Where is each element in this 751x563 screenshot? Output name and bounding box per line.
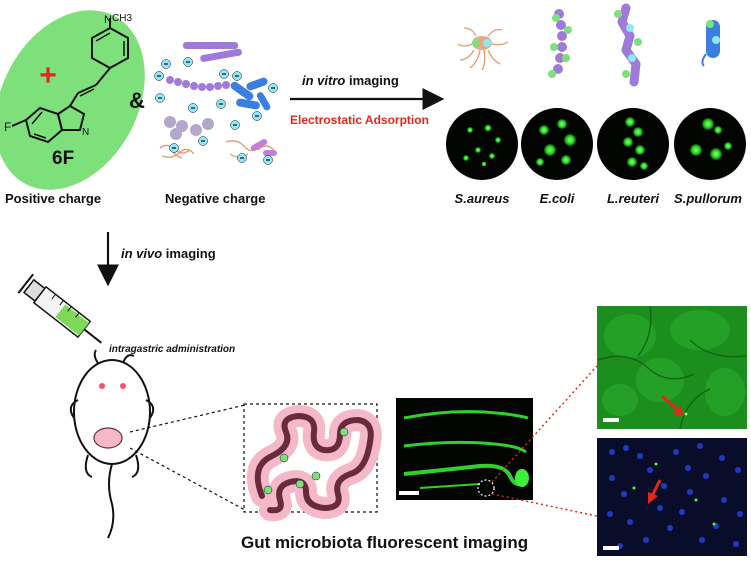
negative-charge-markers: [154, 57, 278, 165]
gut-schematic: [243, 403, 382, 522]
methyl-label: CH3: [112, 13, 132, 24]
zoom-connector-top: [129, 404, 246, 433]
ecoli-icon: [548, 9, 572, 78]
intragastric-label: intragastric administration: [109, 344, 235, 355]
confocal-green-image: [597, 305, 747, 430]
fluorine-atom-label: F: [4, 120, 11, 134]
bacteria-name-saureus: S.aureus: [455, 191, 510, 206]
confocal-blue-image: [597, 438, 747, 556]
spullorum-icon: [701, 20, 720, 67]
positive-charge-ellipse: [0, 10, 145, 190]
indole-nh-label: N: [82, 127, 89, 138]
ecoli-micrograph: [521, 108, 593, 180]
in-vitro-label: in vitro imaging: [302, 73, 399, 88]
mouse-icon: [69, 349, 155, 539]
negative-bacteria-cluster: [154, 42, 278, 165]
zoom-connector-bottom: [129, 447, 246, 511]
bacteria-name-lreuteri: L.reuteri: [607, 191, 659, 206]
gut-imaging-title: Gut microbiota fluorescent imaging: [241, 533, 528, 552]
nitrogen-plus-label: N: [104, 14, 112, 26]
spullorum-micrograph: [674, 108, 746, 180]
gut-fluorescence-image: [396, 398, 533, 500]
electrostatic-adsorption-label: Electrostatic Adsorption: [290, 113, 429, 127]
negative-charge-label: Negative charge: [165, 191, 265, 206]
syringe-icon: [17, 273, 103, 344]
zoom-line-lower: [491, 493, 598, 517]
lreuteri-micrograph: [597, 108, 669, 180]
bacteria-name-spullorum: S.pullorum: [674, 191, 742, 206]
bacteria-icons: [457, 3, 720, 87]
bacteria-name-ecoli: E.coli: [540, 191, 575, 206]
zoom-line-upper: [491, 365, 598, 483]
saureus-icon: [457, 27, 509, 71]
in-vivo-label: in vivo imaging: [121, 246, 216, 261]
microscopy-images: [446, 108, 746, 180]
charge-plus-symbol: +: [39, 59, 57, 92]
ampersand: &: [129, 88, 145, 113]
molecule-name-label: 6F: [52, 148, 74, 169]
saureus-micrograph: [446, 108, 518, 180]
positive-charge-label: Positive charge: [5, 191, 101, 206]
lreuteri-icon: [614, 3, 642, 87]
molecule-6f: + F N CH3 N 6F: [0, 10, 145, 190]
